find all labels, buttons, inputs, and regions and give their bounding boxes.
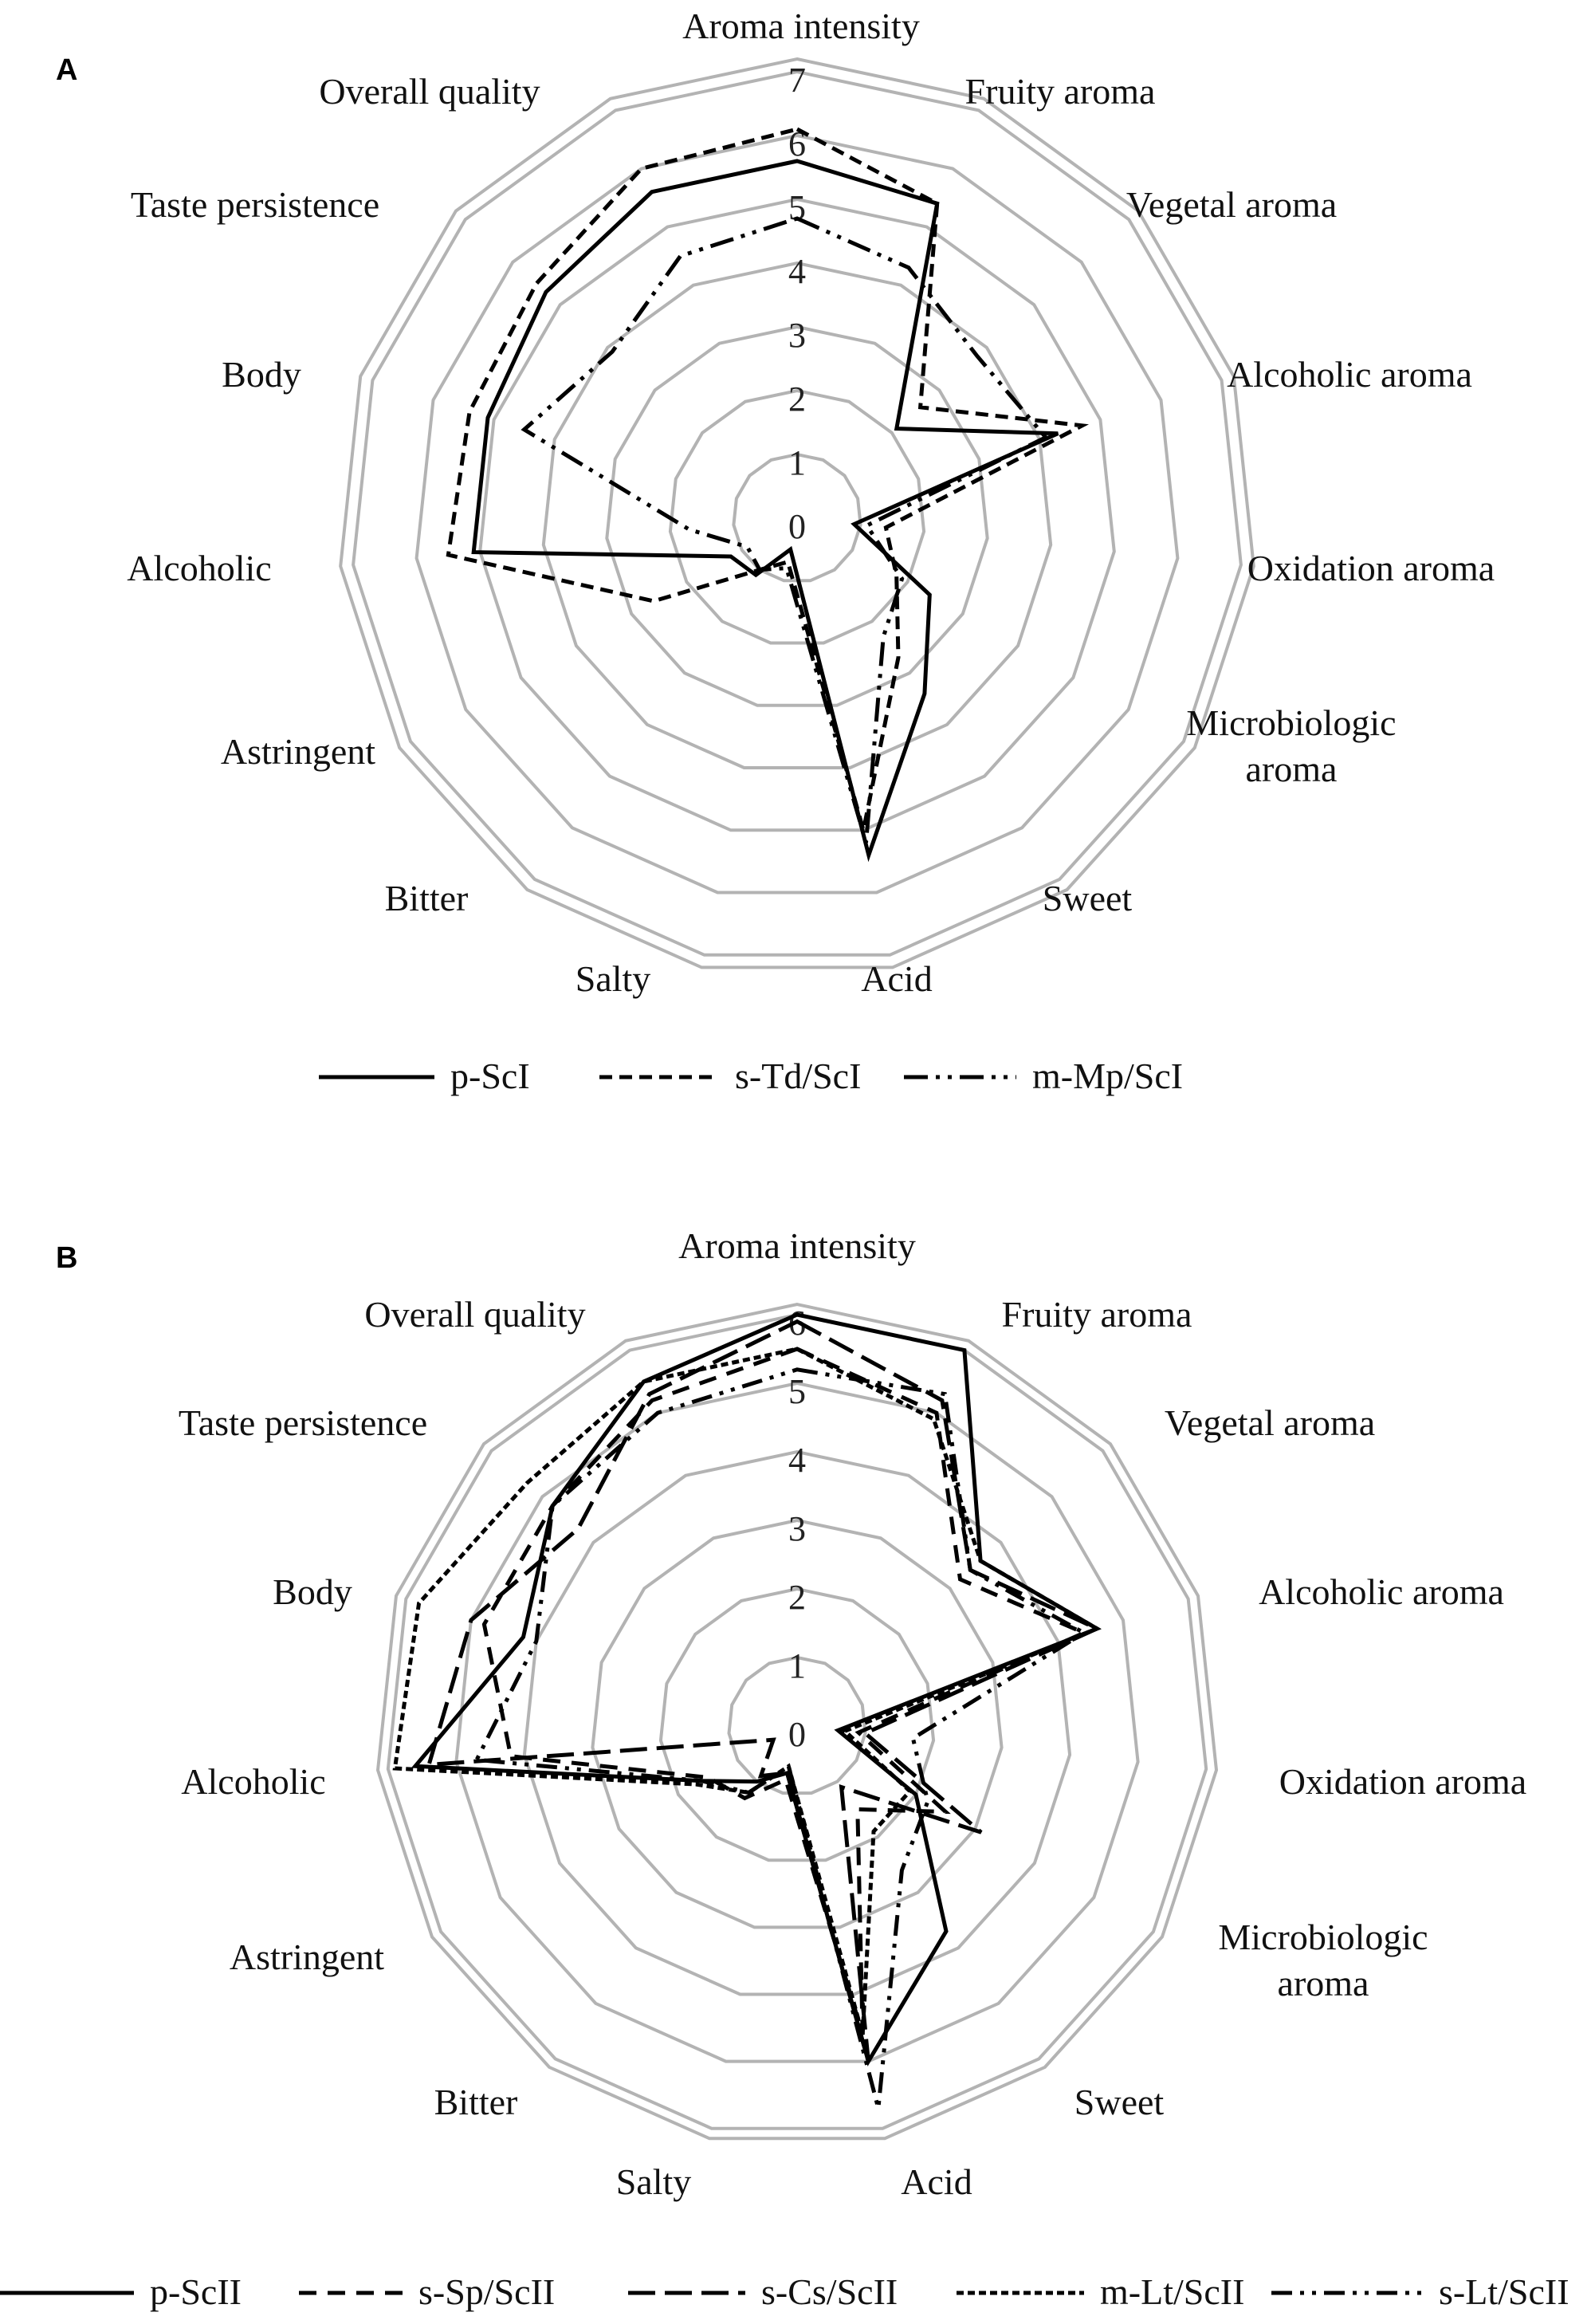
- axis-label-oxidation-aroma: Oxidation aroma: [1247, 548, 1495, 588]
- axis-label-astringent: Astringent: [221, 731, 375, 772]
- tick-label: 4: [788, 252, 806, 291]
- grid-ring: [339, 57, 1255, 969]
- tick-label: 1: [788, 443, 806, 482]
- series-s-td-sci: [446, 127, 1090, 831]
- axis-label-overall-quality: Overall quality: [319, 71, 540, 112]
- grid-ring: [478, 197, 1116, 832]
- axis-label-bitter: Bitter: [434, 2082, 518, 2122]
- legend-label-p-sci: p-ScI: [450, 1056, 530, 1096]
- axis-label-vegetal-aroma: Vegetal aroma: [1126, 184, 1337, 225]
- axis-label-aroma-intensity: Aroma intensity: [678, 1225, 916, 1266]
- legend-label-s-td-sci: s-Td/ScI: [735, 1056, 861, 1096]
- axis-label-overall-quality: Overall quality: [364, 1294, 585, 1335]
- series-m-mp-sci: [521, 216, 1049, 843]
- legend: p-ScI s-Td/ScI m-Mp/ScI: [319, 1056, 1183, 1096]
- axis-label-sweet: Sweet: [1074, 2082, 1165, 2122]
- axis-label-alcoholic-aroma: Alcoholic aroma: [1259, 1571, 1504, 1612]
- grid-ring: [522, 1449, 1072, 1996]
- grid-ring: [454, 1381, 1140, 2063]
- axis-label-bitter: Bitter: [385, 878, 469, 918]
- axis-label-taste-persistence: Taste persistence: [131, 184, 379, 225]
- panel-letter-b: B: [56, 1241, 77, 1275]
- axis-label-sweet: Sweet: [1043, 878, 1133, 918]
- legend-label-p-scii: p-ScII: [150, 2271, 242, 2312]
- grid-ring: [541, 261, 1053, 769]
- axis-label-alcoholic: Alcoholic: [181, 1761, 325, 1802]
- axis-label-oxidation-aroma: Oxidation aroma: [1279, 1761, 1526, 1802]
- axis-label-fruity-aroma: Fruity aroma: [1002, 1294, 1192, 1335]
- grid-ring: [591, 1518, 1004, 1929]
- tick-label: 4: [788, 1441, 806, 1480]
- legend-label-s-sp-scii: s-Sp/ScII: [418, 2271, 555, 2312]
- axis-label-vegetal-aroma: Vegetal aroma: [1165, 1402, 1375, 1443]
- grid-ring: [414, 133, 1180, 895]
- tick-label: 0: [788, 1715, 806, 1754]
- tick-label: 2: [788, 1578, 806, 1617]
- legend-label-s-lt-scii: s-Lt/ScII: [1439, 2271, 1569, 2312]
- axis-label-acid: Acid: [901, 2161, 972, 2202]
- grid-ring: [658, 1587, 936, 1862]
- tick-label: 6: [788, 124, 806, 163]
- tick-label: 0: [788, 507, 806, 546]
- grid-ring: [375, 1303, 1219, 2141]
- series-s-cs-scii: [426, 1319, 1102, 2063]
- axis-label-salty: Salty: [616, 2161, 692, 2202]
- grid-ring: [352, 69, 1243, 957]
- tick-label: 1: [788, 1646, 806, 1685]
- tick-label: 3: [788, 316, 806, 355]
- series-p-sci: [471, 159, 1059, 863]
- tick-label: 5: [788, 188, 806, 227]
- series-m-lt-scii: [392, 1347, 1102, 2035]
- legend: p-ScII s-Sp/ScII s-Cs/ScII m-Lt/ScII s-Lt/Sc…: [0, 2271, 1569, 2312]
- grid-ring: [605, 324, 989, 707]
- legend-label-m-lt-scii: m-Lt/ScII: [1100, 2271, 1244, 2312]
- grid-ring: [668, 388, 926, 645]
- axis-label-aroma-intensity: Aroma intensity: [682, 6, 920, 46]
- axis-label-alcoholic-aroma: Alcoholic aroma: [1227, 354, 1472, 395]
- axis-label-body: Body: [222, 354, 301, 395]
- series-s-sp-scii: [481, 1347, 1090, 2035]
- axis-label-body: Body: [273, 1571, 352, 1612]
- panel-letter-a: A: [56, 53, 77, 87]
- axis-label-salty: Salty: [576, 958, 651, 999]
- tick-label: 2: [788, 379, 806, 419]
- legend-label-s-cs-scii: s-Cs/ScII: [761, 2271, 898, 2312]
- tick-label: 3: [788, 1509, 806, 1548]
- axis-label-acid: Acid: [861, 958, 932, 999]
- axis-label-alcoholic: Alcoholic: [127, 548, 271, 588]
- axis-label-astringent: Astringent: [230, 1937, 384, 1977]
- grid-rings: [339, 57, 1255, 969]
- series-s-lt-scii: [473, 1367, 1088, 2110]
- tick-label: 5: [788, 1372, 806, 1411]
- axis-label-fruity-aroma: Fruity aroma: [965, 71, 1156, 112]
- tick-label: 7: [788, 61, 806, 100]
- grid-ring: [386, 1312, 1208, 2130]
- legend-label-m-mp-sci: m-Mp/ScI: [1032, 1056, 1183, 1096]
- axis-label-taste-persistence: Taste persistence: [179, 1402, 427, 1443]
